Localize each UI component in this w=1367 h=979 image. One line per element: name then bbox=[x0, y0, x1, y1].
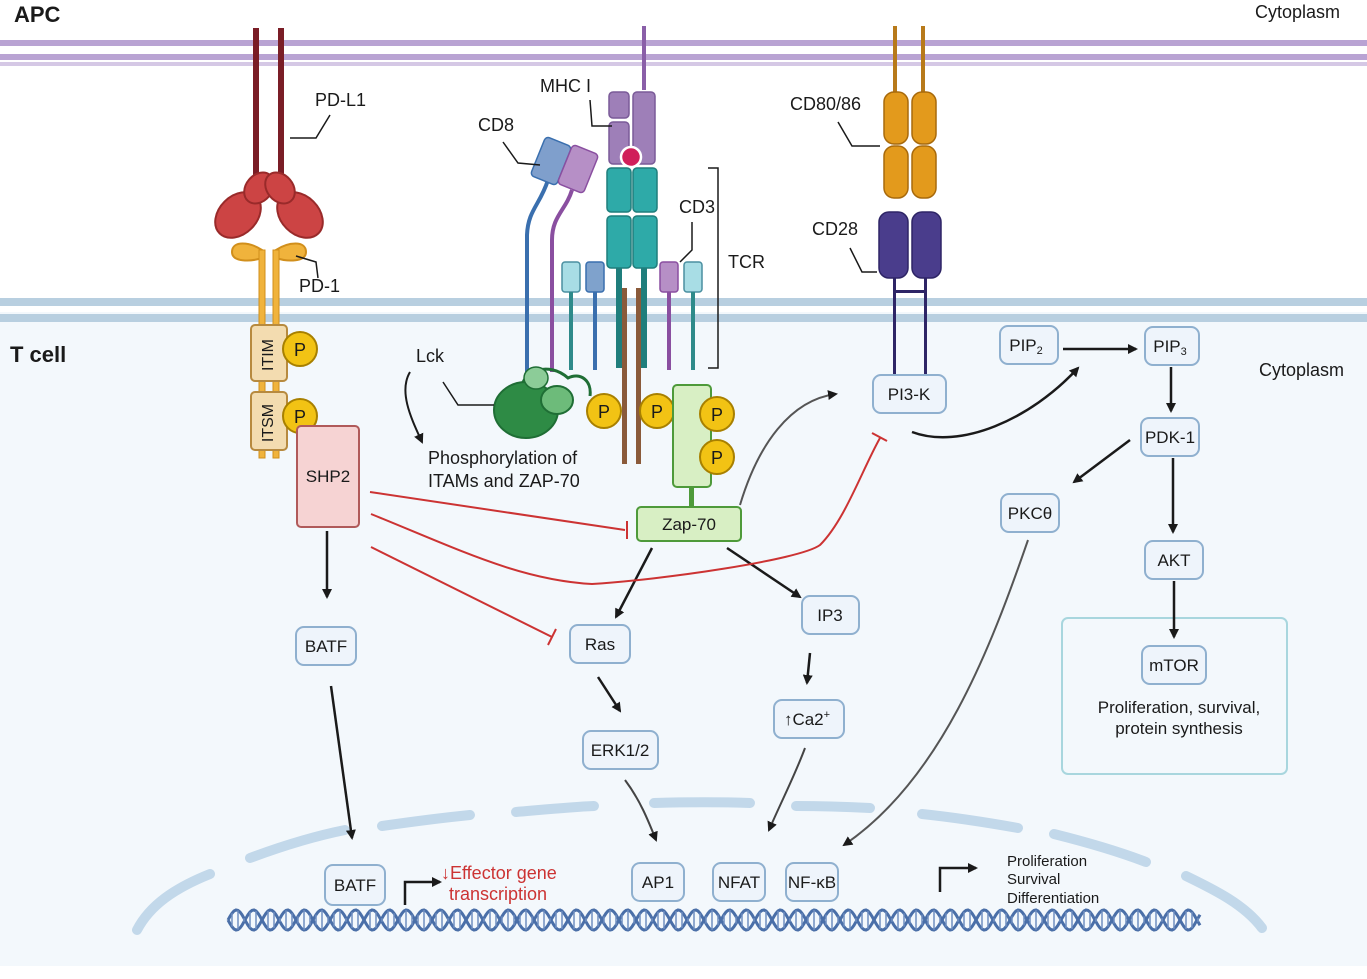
itsm-motif: ITSM bbox=[250, 391, 288, 451]
svg-text:ITSM: ITSM bbox=[260, 404, 277, 442]
svg-text:PIP3: PIP3 bbox=[1153, 337, 1187, 358]
pi3k-node: PI3-K bbox=[872, 374, 947, 414]
phospho-itsm: P bbox=[282, 398, 318, 434]
svg-text:Ras: Ras bbox=[585, 635, 615, 654]
svg-text:PKCθ: PKCθ bbox=[1008, 504, 1052, 523]
phospho-itim: P bbox=[282, 331, 318, 367]
effector-transcription-arrow bbox=[403, 877, 442, 905]
phosphorylation-text-1: Phosphorylation of bbox=[428, 448, 578, 468]
ras-node: Ras bbox=[569, 624, 631, 664]
batf-node: BATF bbox=[295, 626, 357, 666]
effector-text-1: ↓Effector gene bbox=[441, 863, 557, 883]
svg-text:BATF: BATF bbox=[334, 876, 376, 895]
cd8086-label: CD80/86 bbox=[790, 94, 861, 114]
nfkb-node: NF-κB bbox=[785, 862, 839, 902]
batf-nucleus-node: BATF bbox=[324, 864, 386, 906]
proliferation-transcription-arrow bbox=[938, 863, 978, 892]
nfat-node: NFAT bbox=[712, 862, 766, 902]
svg-text:P: P bbox=[711, 448, 723, 468]
cd8086-receptor bbox=[883, 26, 937, 199]
cd28-receptor bbox=[878, 211, 942, 376]
pdl1-receptor bbox=[214, 28, 324, 239]
svg-text:P: P bbox=[294, 407, 306, 427]
erk-node: ERK1/2 bbox=[582, 730, 659, 770]
cd8-receptor bbox=[525, 136, 599, 372]
pd1-label: PD-1 bbox=[299, 276, 340, 296]
nuclear-envelope bbox=[132, 797, 1267, 935]
zap-to-pi3k-arrow bbox=[739, 390, 838, 506]
ap1-node: AP1 bbox=[631, 862, 685, 902]
cd3-complex bbox=[561, 261, 703, 370]
pip3-node: PIP3 bbox=[1144, 326, 1200, 366]
svg-text:P: P bbox=[294, 340, 306, 360]
outcome-proliferation: Proliferation bbox=[1007, 853, 1087, 870]
mhc-receptor bbox=[608, 26, 656, 169]
svg-text:ITIM: ITIM bbox=[260, 339, 277, 371]
svg-text:Proliferation, survival,: Proliferation, survival, bbox=[1098, 698, 1261, 717]
svg-text:P: P bbox=[598, 402, 610, 422]
zap70-node: Zap-70 bbox=[636, 506, 742, 542]
erk-to-ap1-arrow bbox=[624, 779, 658, 842]
outcome-differentiation: Differentiation bbox=[1007, 890, 1099, 907]
svg-text:BATF: BATF bbox=[305, 637, 347, 656]
lck-label: Lck bbox=[416, 346, 445, 366]
effector-text-2: transcription bbox=[449, 884, 547, 904]
phospho-zap-1: P bbox=[699, 396, 735, 432]
svg-text:AP1: AP1 bbox=[642, 873, 674, 892]
cytoplasm-right-label: Cytoplasm bbox=[1259, 360, 1344, 380]
svg-text:Zap-70: Zap-70 bbox=[662, 515, 716, 534]
dna-helix bbox=[226, 908, 1202, 932]
svg-text:PIP2: PIP2 bbox=[1009, 336, 1043, 357]
tcr-bracket bbox=[708, 167, 719, 369]
tcell-label: T cell bbox=[10, 342, 66, 367]
shp2-inhibition-lines bbox=[369, 432, 888, 646]
cd28-label: CD28 bbox=[812, 219, 858, 239]
calcium-node: ↑Ca2+ bbox=[773, 699, 845, 739]
svg-text:SHP2: SHP2 bbox=[306, 467, 350, 486]
pdl1-label: PD-L1 bbox=[315, 90, 366, 110]
cytoplasm-top-label: Cytoplasm bbox=[1255, 2, 1340, 22]
pip2-node: PIP2 bbox=[999, 325, 1059, 365]
svg-text:ERK1/2: ERK1/2 bbox=[591, 741, 650, 760]
mhc-label: MHC I bbox=[540, 76, 591, 96]
tcr-receptor bbox=[606, 167, 658, 464]
phosphorylation-text-2: ITAMs and ZAP-70 bbox=[428, 471, 580, 491]
itim-motif: ITIM bbox=[250, 324, 288, 382]
svg-text:NF-κB: NF-κB bbox=[788, 873, 836, 892]
phospho-zap-2: P bbox=[699, 439, 735, 475]
pdk1-node: PDK-1 bbox=[1140, 417, 1200, 457]
mtor-box: mTOR Proliferation, survival, protein sy… bbox=[1061, 617, 1288, 775]
tcell-membrane bbox=[0, 298, 1367, 322]
apc-label: APC bbox=[14, 2, 61, 27]
apc-membrane bbox=[0, 40, 1367, 66]
lck-kinase bbox=[493, 366, 592, 439]
phospho-itam-1: P bbox=[586, 393, 622, 429]
svg-text:NFAT: NFAT bbox=[718, 873, 760, 892]
svg-text:PI3-K: PI3-K bbox=[888, 385, 931, 404]
svg-text:protein synthesis: protein synthesis bbox=[1115, 719, 1243, 738]
shp2-node: SHP2 bbox=[296, 425, 360, 528]
tcr-label: TCR bbox=[728, 252, 765, 272]
svg-text:P: P bbox=[651, 402, 663, 422]
calcium-to-nfat-arrow bbox=[767, 747, 806, 832]
svg-text:PDK-1: PDK-1 bbox=[1145, 428, 1195, 447]
activation-arrows bbox=[322, 344, 1179, 840]
outcome-survival: Survival bbox=[1007, 871, 1060, 888]
svg-text:AKT: AKT bbox=[1157, 551, 1190, 570]
cd3-label: CD3 bbox=[679, 197, 715, 217]
svg-text:IP3: IP3 bbox=[817, 606, 843, 625]
pkc-to-nfkb-arrow bbox=[842, 539, 1029, 847]
pkc-node: PKCθ bbox=[1000, 493, 1060, 533]
svg-text:mTOR: mTOR bbox=[1149, 656, 1199, 675]
ip3-node: IP3 bbox=[801, 595, 860, 635]
svg-text:P: P bbox=[711, 405, 723, 425]
cd8-label: CD8 bbox=[478, 115, 514, 135]
akt-node: AKT bbox=[1144, 540, 1204, 580]
svg-text:↑Ca2+: ↑Ca2+ bbox=[784, 709, 830, 729]
phospho-itam-2: P bbox=[639, 393, 675, 429]
